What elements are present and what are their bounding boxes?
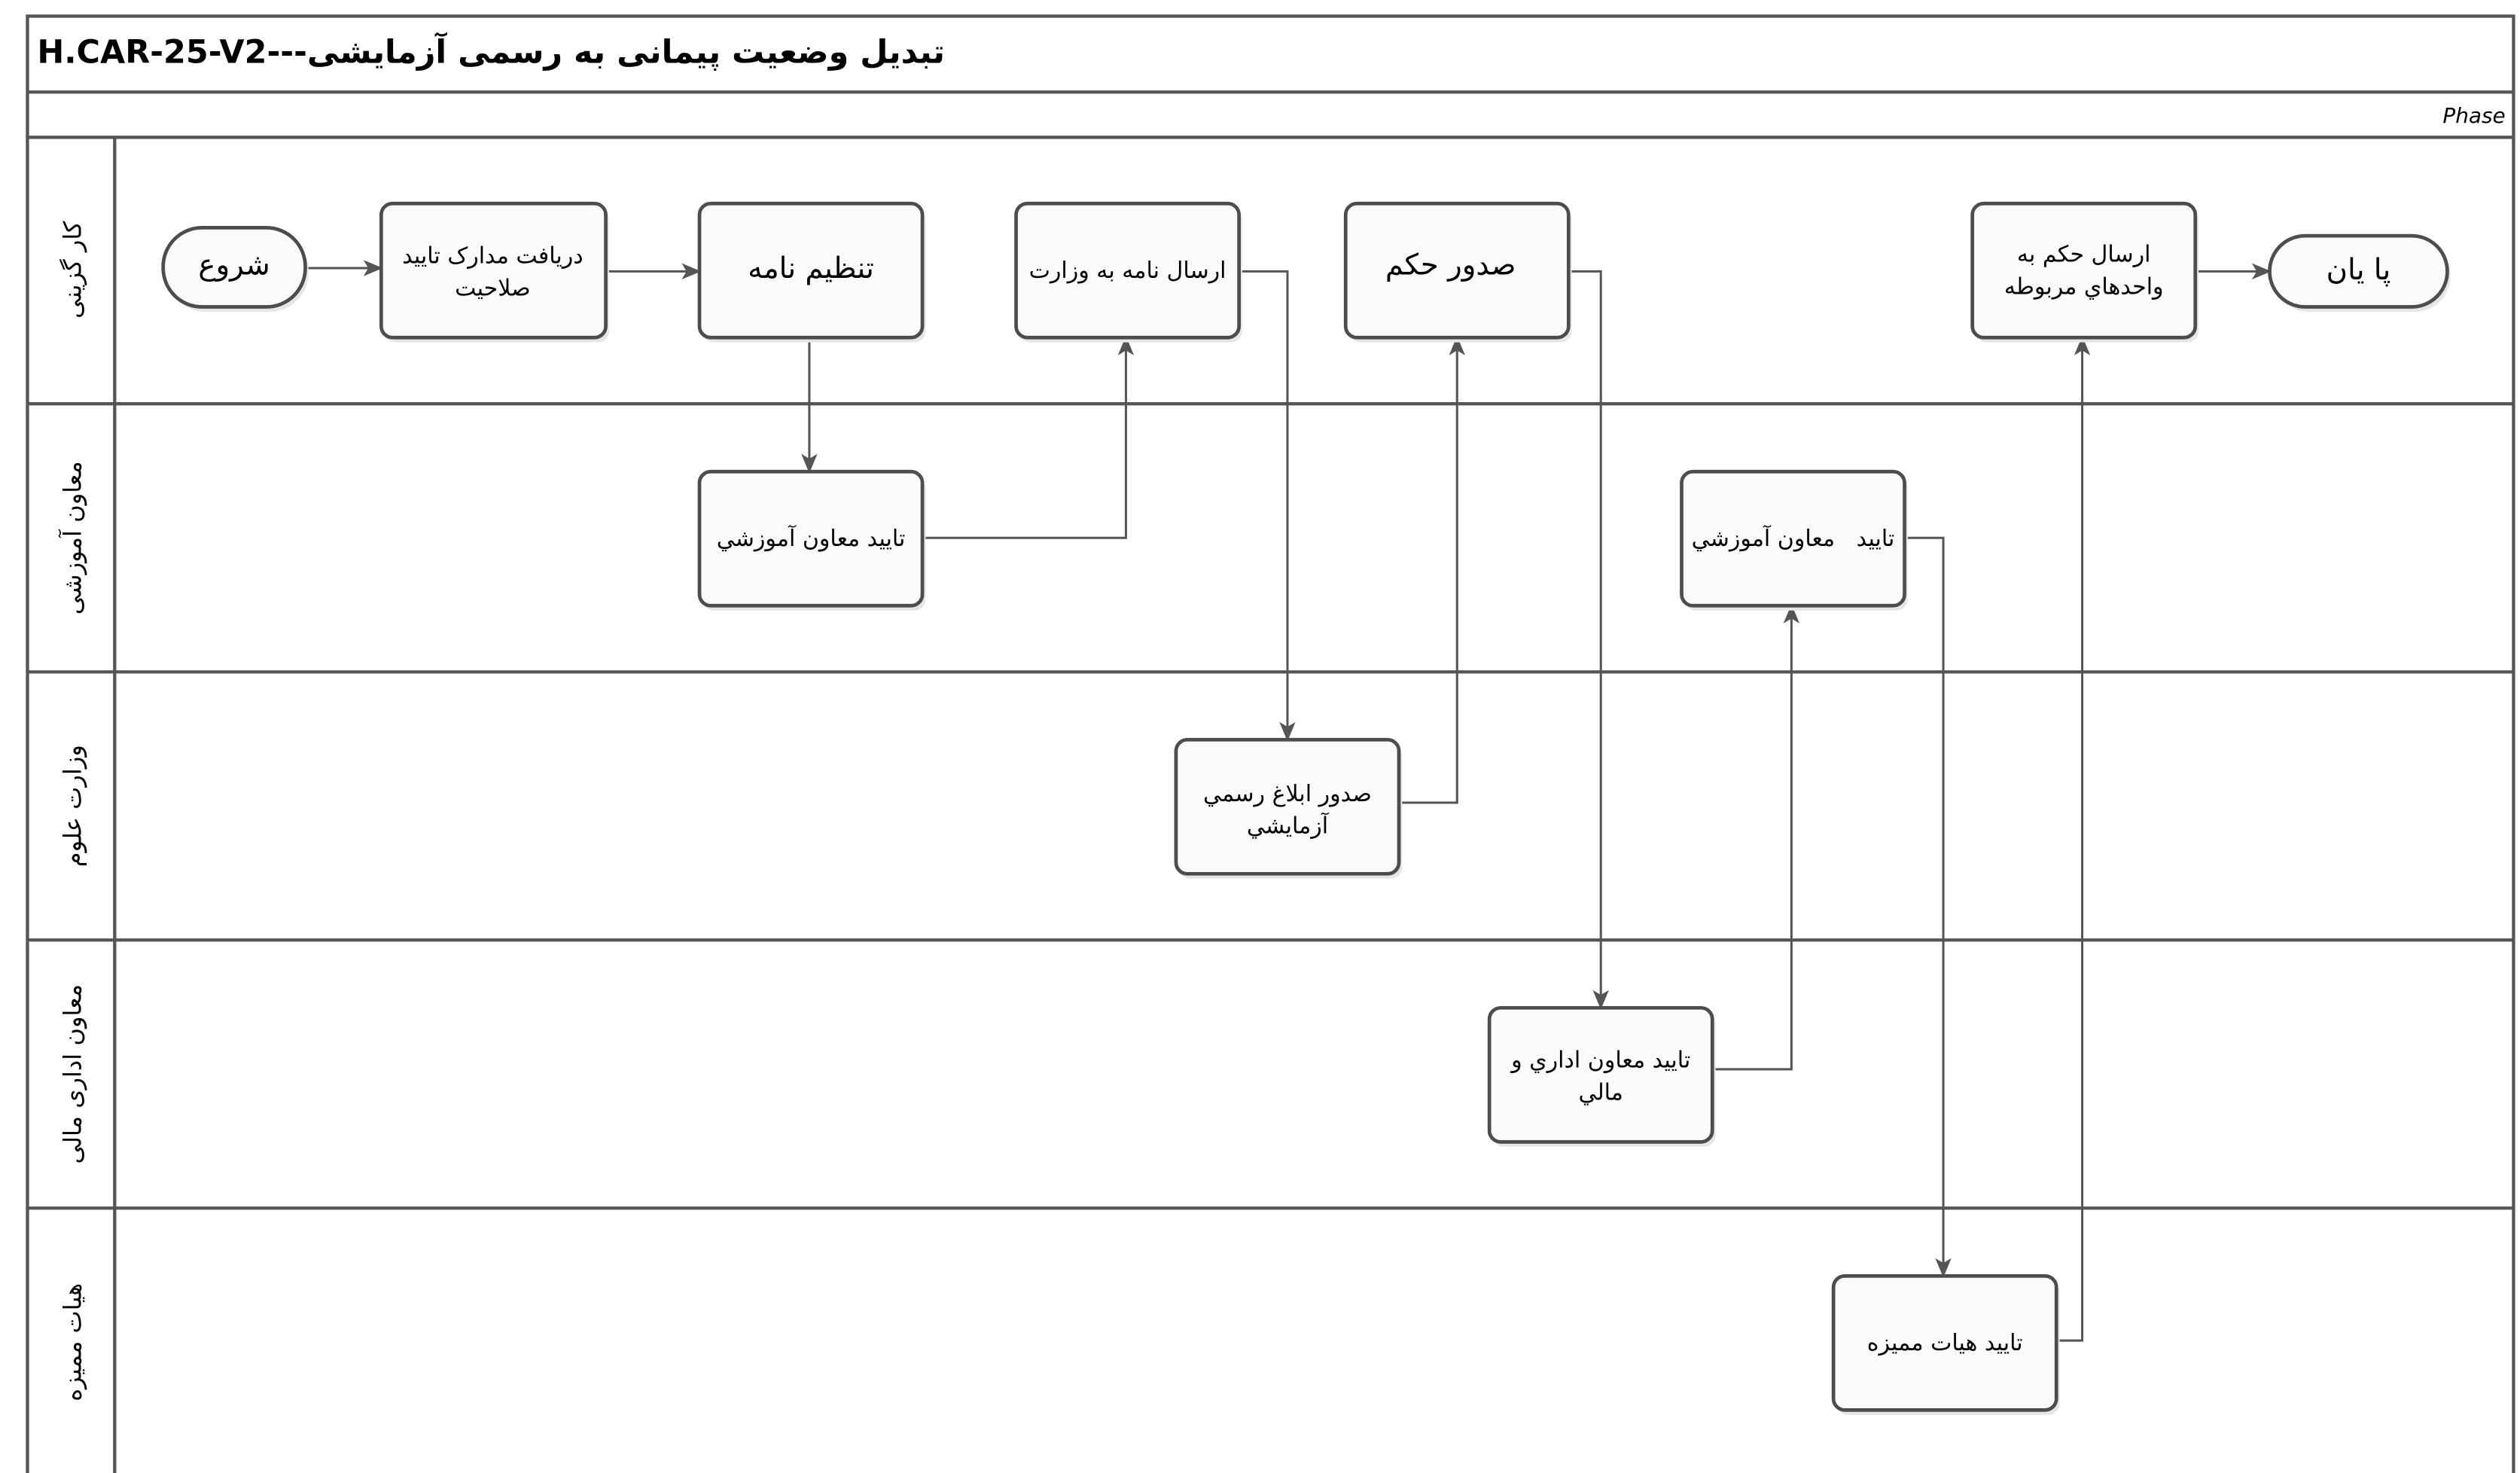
lane-label-ministry: وزارت علوم: [58, 745, 87, 867]
task-receive-docs[interactable]: دریافت مدارک تایید صلاحیت: [379, 201, 609, 343]
connector-edu-approval-to-send: [922, 336, 1135, 539]
end-event[interactable]: پا یان: [2268, 233, 2451, 312]
start-event[interactable]: شروع: [161, 226, 309, 312]
lane-label-hr: کار گزینی: [58, 221, 87, 319]
task-label: تایید معاون آموزشي: [1692, 525, 1895, 552]
task-label: صدور ابلاغ رسمي: [1203, 781, 1372, 807]
task-label: ارسال نامه به وزارت: [1029, 258, 1226, 284]
task-issue-decree[interactable]: صدور حکم: [1343, 201, 1572, 343]
task-admin-deputy-approval[interactable]: تایید معاون اداري و مالي: [1487, 1005, 1716, 1147]
task-label: آزمايشي: [1247, 813, 1330, 840]
task-label: تایید معاون اداري و: [1510, 1048, 1690, 1074]
task-label: دریافت مدارک تایید: [402, 243, 584, 270]
task-draft-letter[interactable]: تنظیم نامه: [697, 201, 926, 343]
task-edu-deputy-approval-2[interactable]: تایید معاون آموزشي: [1680, 469, 1908, 611]
task-send-letter[interactable]: ارسال نامه به وزارت: [1014, 201, 1242, 343]
diagram-title: تبدیل وضعیت پیمانی به رسمی آزمایشی---H.C…: [37, 32, 945, 72]
lane-label-board: هیات ممیزه: [58, 1283, 87, 1401]
lane-label-admin-deputy: معاون اداری مالی: [58, 984, 87, 1164]
connector-ministry-to-decree: [1399, 336, 1465, 804]
diagram-frame: [26, 14, 2515, 1473]
task-label: واحدهاي مربوطه: [2004, 273, 2164, 300]
task-label: صلاحیت: [455, 275, 531, 301]
task-label: تنظیم نامه: [748, 252, 874, 285]
lane-label-edu-deputy: معاون آموزشی: [57, 461, 87, 615]
end-label: پا یان: [2327, 253, 2391, 287]
task-label: تایید معاون آموزشي: [717, 525, 906, 552]
connector-board-to-send-decree: [2056, 336, 2091, 1342]
connector-decree-to-admin: [1568, 270, 1609, 1010]
task-label: ارسال حکم به: [2017, 241, 2151, 267]
task-edu-deputy-approval-1[interactable]: تایید معاون آموزشي: [697, 469, 926, 611]
connector-admin-to-edu-approval-2: [1712, 604, 1800, 1071]
connector-edu-approval-2-to-board: [1904, 536, 1952, 1278]
task-ministry-issue[interactable]: صدور ابلاغ رسمي آزمايشي: [1174, 737, 1403, 879]
task-send-decree[interactable]: ارسال حکم به واحدهاي مربوطه: [1970, 201, 2199, 343]
task-label: صدور حکم: [1385, 249, 1516, 282]
task-label: تایید هیات ممیزه: [1867, 1330, 2023, 1356]
task-label: مالي: [1579, 1080, 1623, 1106]
task-board-approval[interactable]: تایید هیات ممیزه: [1831, 1273, 2060, 1415]
phase-label: Phase: [2442, 103, 2505, 128]
connector-send-to-ministry: [1239, 270, 1296, 742]
start-label: شروع: [198, 249, 270, 282]
